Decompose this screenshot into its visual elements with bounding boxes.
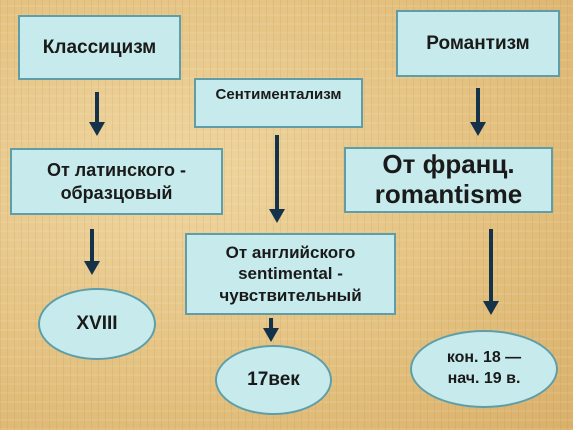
classicism-period: XVIII	[76, 312, 118, 334]
romanticism-title-box: Романтизм	[396, 10, 560, 77]
sentimentalism-period: 17век	[247, 368, 300, 390]
romanticism-origin-line2: romantisme	[374, 179, 523, 209]
romanticism-origin-line1: От франц.	[382, 149, 515, 180]
romanticism-title: Романтизм	[426, 32, 530, 54]
sentimentalism-period-ellipse: 17век	[215, 345, 332, 415]
sentimentalism-origin: От английского sentimental - чувствитель…	[219, 243, 362, 305]
sentimentalism-origin-box: От английского sentimental - чувствитель…	[185, 233, 396, 315]
sentimentalism-title: Сентиментализм	[215, 86, 342, 103]
classicism-title-box: Классицизм	[18, 15, 181, 80]
romanticism-period: кон. 18 — нач. 19 в.	[446, 349, 522, 387]
classicism-title: Классицизм	[42, 36, 157, 58]
romanticism-period-ellipse: кон. 18 — нач. 19 в.	[410, 330, 558, 408]
sentimentalism-title-box: Сентиментализм	[194, 78, 363, 128]
classicism-origin-box: От латинского - образцовый	[10, 148, 223, 215]
classicism-period-ellipse: XVIII	[38, 288, 156, 360]
romanticism-origin-box: От франц. romantisme	[344, 147, 553, 213]
classicism-origin: От латинского - образцовый	[46, 160, 187, 203]
